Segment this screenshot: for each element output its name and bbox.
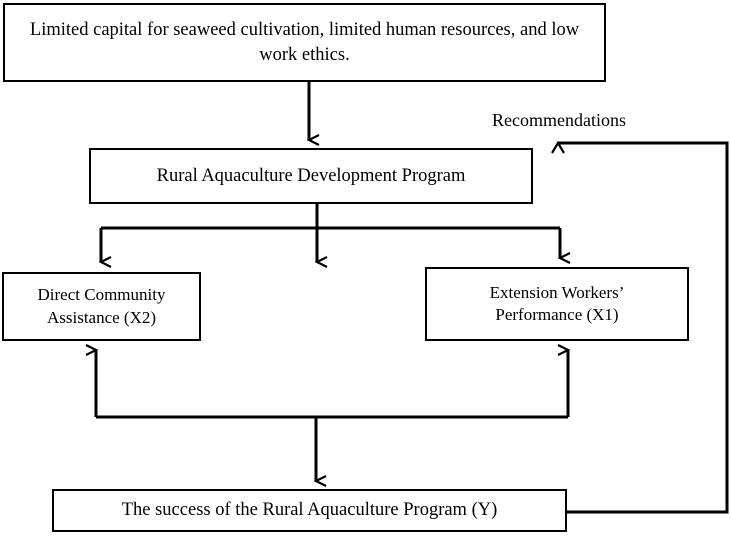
node-x1-label-line1: Extension Workers’: [489, 282, 625, 302]
node-success-label: The success of the Rural Aquaculture Pro…: [121, 500, 498, 521]
node-x2-label-line1: Direct Community: [37, 285, 166, 305]
node-program-success[interactable]: The success of the Rural Aquaculture Pro…: [52, 489, 567, 532]
node-rural-aquaculture-development-program[interactable]: Rural Aquaculture Development Program: [89, 148, 533, 204]
node-x2-label-line2: Assistance (X2): [46, 307, 157, 327]
node-direct-community-assistance[interactable]: Direct Community Assistance (X2): [2, 272, 201, 341]
edge-label-recommendations: Recommendations: [492, 110, 626, 130]
node-x2-label: Direct Community Assistance (X2): [10, 284, 193, 328]
edge-feedback-recommendations: [558, 143, 729, 514]
node-program-label: Rural Aquaculture Development Program: [156, 165, 466, 186]
node-x1-label-line2: Performance (X1): [495, 305, 619, 324]
node-extension-workers-performance[interactable]: Extension Workers’ Performance (X1): [425, 267, 689, 341]
node-x1-label: Extension Workers’ Performance (X1): [433, 282, 681, 326]
node-problem-statement[interactable]: Limited capital for seaweed cultivation,…: [3, 3, 606, 82]
node-problem-statement-label: Limited capital for seaweed cultivation,…: [29, 20, 580, 65]
